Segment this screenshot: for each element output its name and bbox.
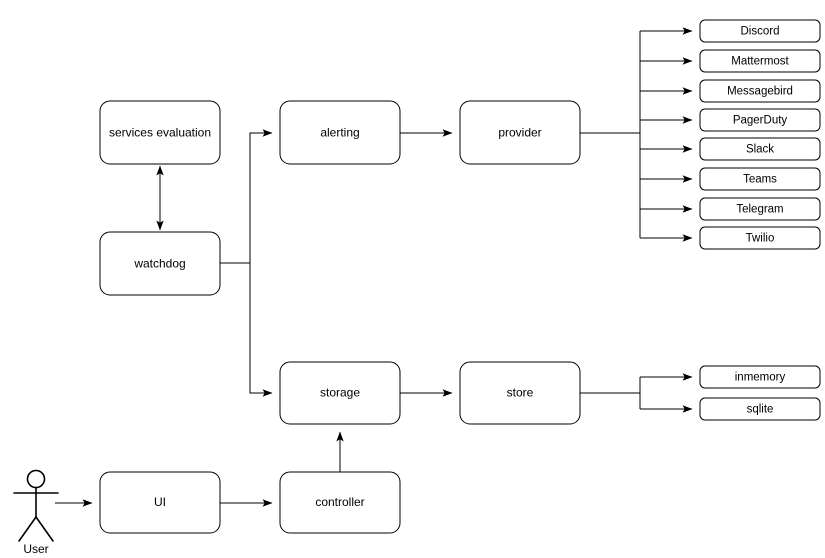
stick-figure-icon [13,469,59,542]
edge-watchdog-branch [220,129,273,397]
node-shape[interactable] [699,226,821,250]
node-label: services evaluation [109,126,211,140]
leaf-label: Teams [743,174,777,186]
node-label: UI [154,495,166,509]
node-controller[interactable]: controller [279,471,401,534]
actor-head [26,469,46,489]
node-shape[interactable] [279,471,401,534]
node-label: controller [315,495,364,509]
edge-store-fanout [580,373,693,413]
node-shape[interactable] [699,108,821,132]
node-shape[interactable] [699,365,821,389]
node-shape[interactable] [699,167,821,191]
node-provider-mattermost[interactable]: Mattermost [699,49,821,73]
node-provider-telegram[interactable]: Telegram [699,197,821,221]
node-provider-twilio[interactable]: Twilio [699,226,821,250]
leaf-label: Twilio [746,233,775,245]
node-shape[interactable] [699,197,821,221]
node-shape[interactable] [699,19,821,43]
node-shape[interactable] [699,397,821,421]
leaf-label: Mattermost [731,56,789,68]
node-shape[interactable] [99,471,221,534]
node-shape[interactable] [699,49,821,73]
node-label: store [507,386,534,400]
node-store-sqlite[interactable]: sqlite [699,397,821,421]
actor-label: User [23,542,48,556]
node-watchdog[interactable]: watchdog [99,231,221,296]
node-store-inmemory[interactable]: inmemory [699,365,821,389]
leaf-label: Discord [741,26,780,38]
node-shape[interactable] [99,100,221,165]
node-shape[interactable] [699,79,821,103]
leaf-label: Slack [746,144,774,156]
node-provider-slack[interactable]: Slack [699,137,821,161]
node-ui[interactable]: UI [99,471,221,534]
node-provider-messagebird[interactable]: Messagebird [699,79,821,103]
node-shape[interactable] [99,231,221,296]
node-shape[interactable] [459,100,581,165]
node-label: storage [320,386,360,400]
edge-provider-fanout [580,27,693,242]
node-provider[interactable]: provider [459,100,581,165]
node-provider-discord[interactable]: Discord [699,19,821,43]
actor-leg-right [35,516,54,542]
leaf-label: Telegram [736,204,783,216]
node-services-evaluation[interactable]: services evaluation [99,100,221,165]
node-label: provider [498,126,541,140]
leaf-label: sqlite [747,404,774,416]
user-actor[interactable]: User [13,469,59,557]
node-store[interactable]: store [459,361,581,425]
actor-leg-left [18,516,37,542]
edge-watchdog-storage [249,263,273,397]
node-alerting[interactable]: alerting [279,100,401,165]
leaf-label: Messagebird [727,86,793,98]
leaf-label: inmemory [735,372,786,384]
node-storage[interactable]: storage [279,361,401,425]
node-shape[interactable] [279,100,401,165]
edge-watchdog-alerting [249,129,273,263]
node-label: watchdog [133,257,185,271]
node-shape[interactable] [279,361,401,425]
node-shape[interactable] [699,137,821,161]
leaf-label: PagerDuty [733,115,788,127]
node-label: alerting [320,126,359,140]
node-provider-pagerduty[interactable]: PagerDuty [699,108,821,132]
node-provider-teams[interactable]: Teams [699,167,821,191]
node-shape[interactable] [459,361,581,425]
